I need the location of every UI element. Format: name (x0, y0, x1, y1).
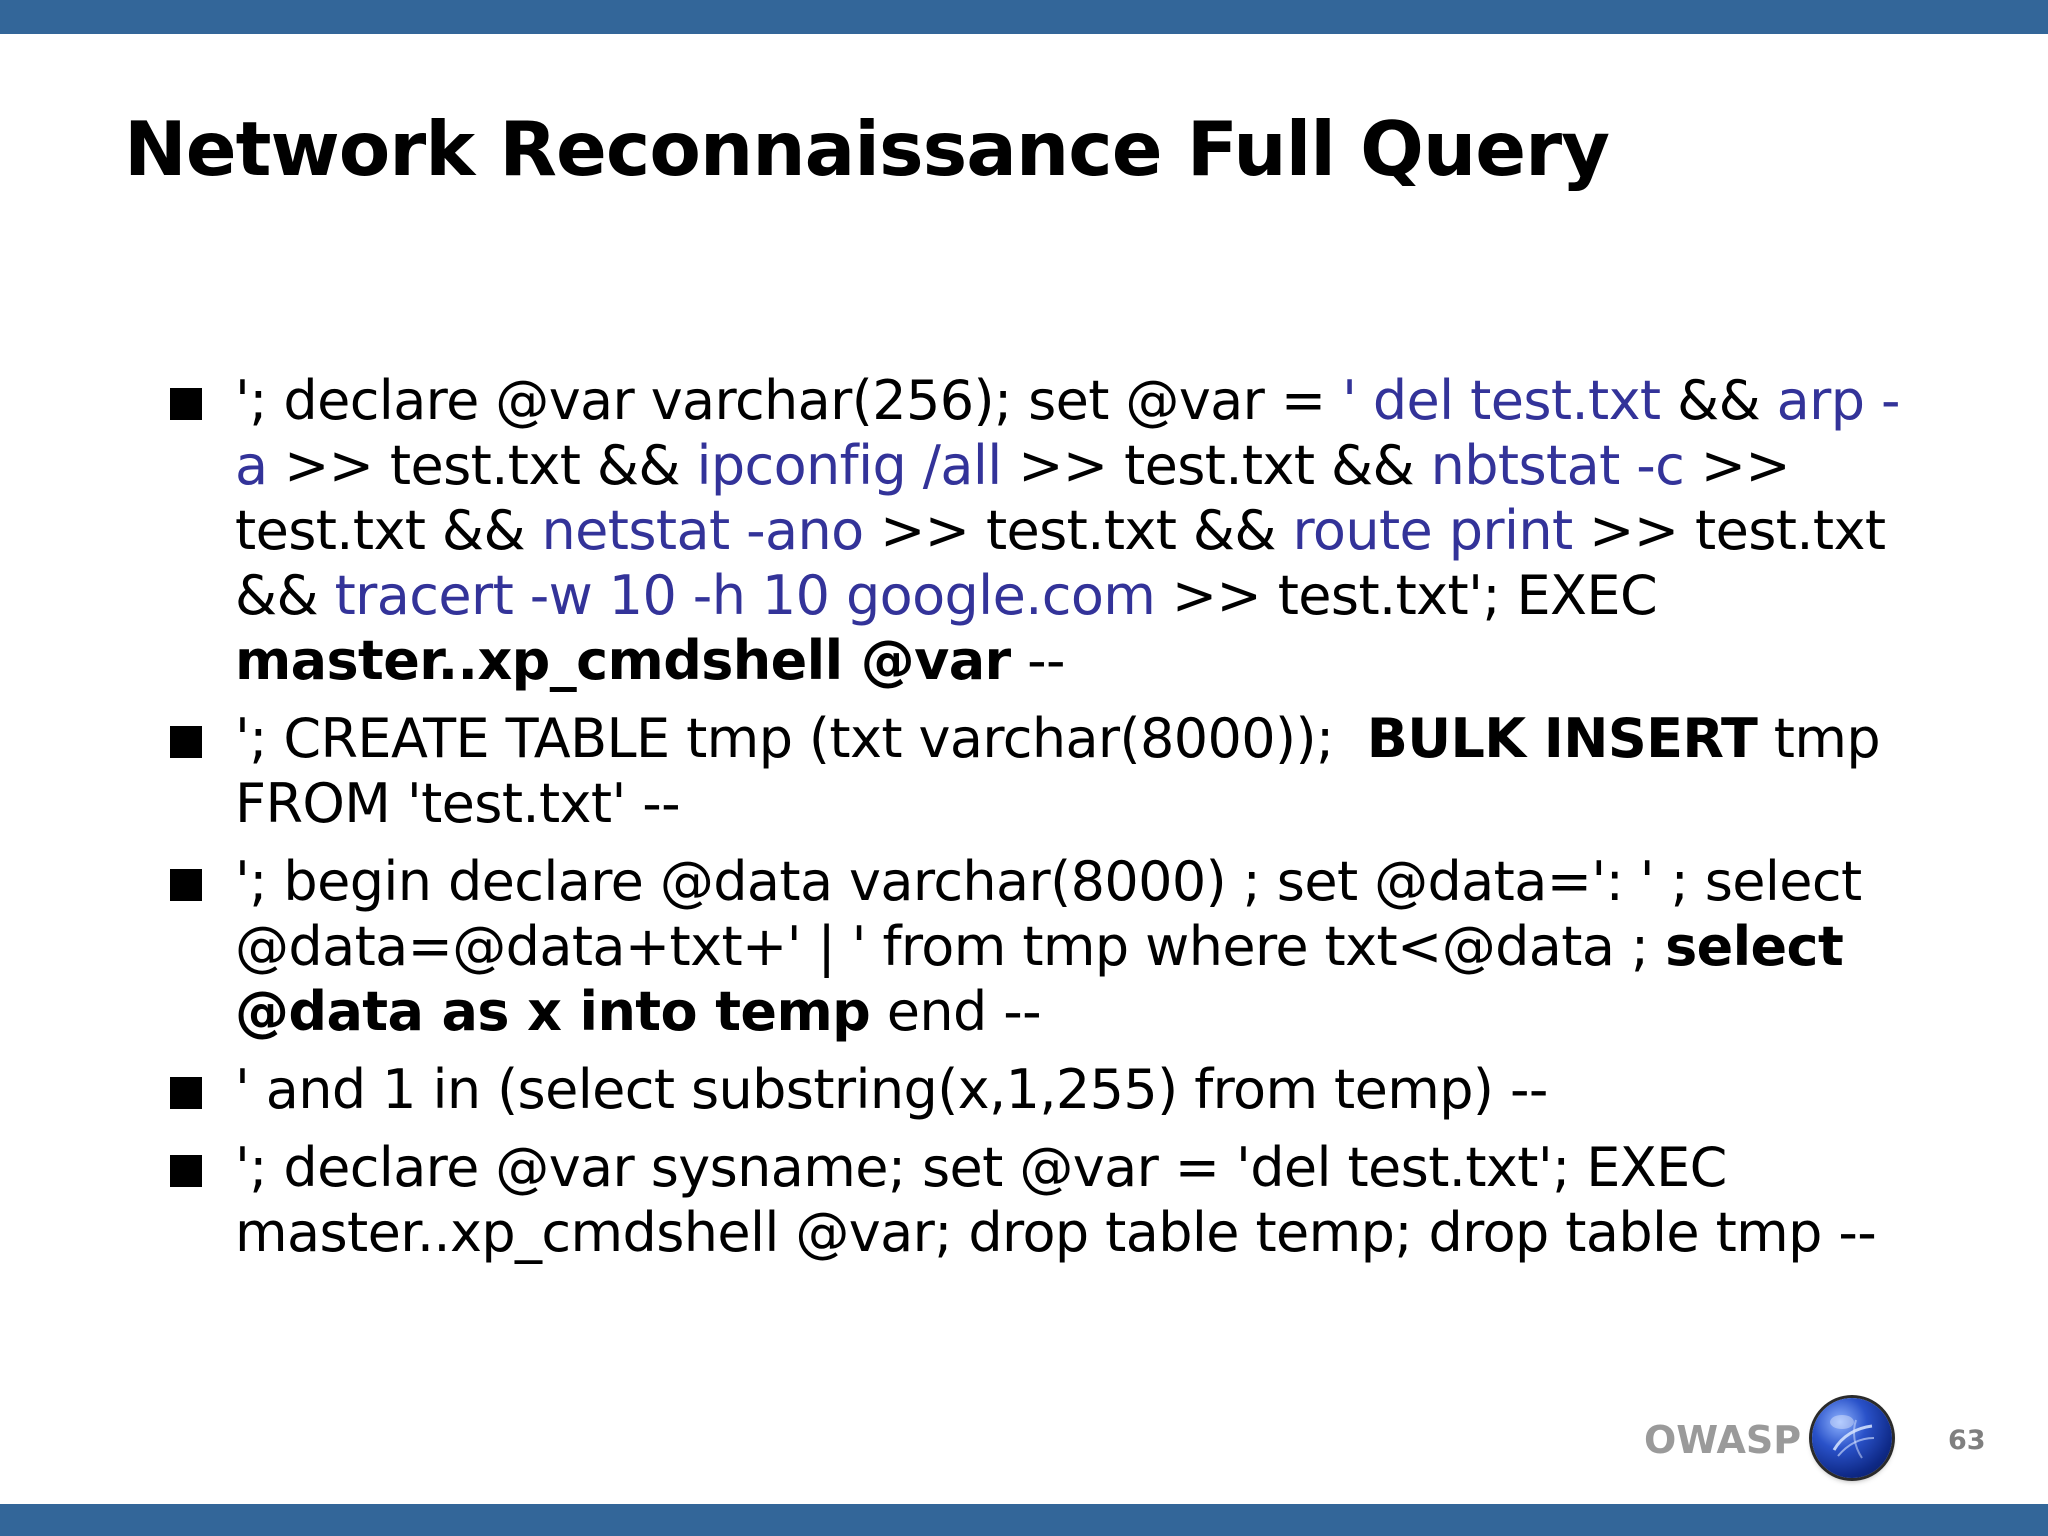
query-text: >> test.txt && (235, 434, 1807, 562)
emphasis-text: master..xp_cmdshell @var (235, 629, 1011, 692)
bullet-item: '; begin declare @data varchar(8000) ; s… (170, 849, 1920, 1044)
query-text: >> test.txt && (1001, 434, 1431, 497)
square-bullet-icon (170, 388, 202, 420)
command-text: netstat -ano (541, 499, 865, 562)
command-text: nbtstat -c (1430, 434, 1685, 497)
square-bullet-icon (170, 869, 202, 901)
owasp-globe-icon (1812, 1398, 1892, 1478)
query-text: '; declare @var varchar(256); set @var = (235, 369, 1343, 432)
square-bullet-icon (170, 1155, 202, 1187)
query-text: >> test.txt'; EXEC (1155, 564, 1674, 627)
globe-wave-icon (1830, 1415, 1875, 1459)
query-text: -- (1010, 629, 1065, 692)
bullet-list: '; declare @var varchar(256); set @var =… (170, 368, 1920, 1278)
query-text: >> test.txt && (863, 499, 1293, 562)
command-text: arp -a (235, 369, 1901, 497)
command-text: ' del test.txt (1342, 369, 1661, 432)
bullet-item: ' and 1 in (select substring(x,1,255) fr… (170, 1057, 1920, 1122)
square-bullet-icon (170, 726, 202, 758)
command-text: tracert -w 10 -h 10 google.com (334, 564, 1156, 627)
command-text: route print (1292, 499, 1573, 562)
square-bullet-icon (170, 1077, 202, 1109)
bullet-item: '; declare @var varchar(256); set @var =… (170, 368, 1920, 693)
emphasis-text: select @data as x into temp (235, 915, 1862, 1043)
query-text: >> test.txt && (267, 434, 697, 497)
top-accent-bar (0, 0, 2048, 34)
command-text: ipconfig /all (696, 434, 1002, 497)
slide-title: Network Reconnaissance Full Query (124, 105, 1610, 193)
query-text: && (1660, 369, 1777, 432)
bottom-accent-bar (0, 1504, 2048, 1536)
query-text: >> test.txt && (235, 499, 1902, 627)
page-number: 63 (1948, 1425, 1986, 1456)
bullet-item: '; CREATE TABLE tmp (txt varchar(8000));… (170, 706, 1920, 836)
emphasis-text: BULK INSERT (1366, 707, 1758, 770)
query-text: tmp FROM 'test.txt' -- (235, 707, 1897, 835)
bullet-item: '; declare @var sysname; set @var = 'del… (170, 1135, 1920, 1265)
query-text: ' and 1 in (select substring(x,1,255) fr… (235, 1058, 1548, 1121)
query-text: '; begin declare @data varchar(8000) ; s… (235, 850, 1879, 978)
query-text: '; declare @var sysname; set @var = 'del… (235, 1136, 1877, 1264)
query-text: '; CREATE TABLE tmp (txt varchar(8000)); (235, 707, 1367, 770)
footer-brand: OWASP (1644, 1418, 1802, 1462)
query-text: end -- (870, 980, 1042, 1043)
